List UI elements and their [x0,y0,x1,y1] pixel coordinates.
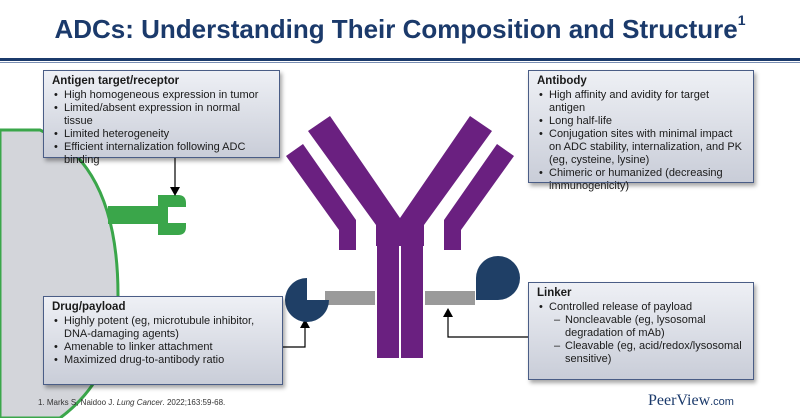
linker-item: Controlled release of payload Noncleavab… [539,301,745,366]
drug-heading: Drug/payload [52,301,126,313]
page-title: ADCs: Understanding Their Composition an… [54,12,746,44]
receptor-stem [108,206,158,224]
peerview-logo: PeerView.com [648,392,734,409]
antigen-item: Limited/absent expression in normal tiss… [54,102,271,128]
antibody-light-right [444,144,514,250]
linker-subitem: Cleavable (eg, acid/redox/lysosomal sens… [554,340,745,366]
antibody-list: High affinity and avidity for target ant… [537,89,745,193]
linker-left [325,291,375,305]
title-divider-thin [0,62,800,63]
drug-item: Amenable to linker attachment [54,341,274,354]
linker-arrowhead [443,308,453,317]
antibody-heavy-right [400,116,492,246]
antigen-list: High homogeneous expression in tumor Lim… [52,89,271,167]
drug-list: Highly potent (eg, microtubule inhibitor… [52,315,274,367]
linker-list: Controlled release of payload Noncleavab… [537,301,745,366]
antigen-item: Limited heterogeneity [54,128,271,141]
linker-subitem: Noncleavable (eg, lysosomal degradation … [554,314,745,340]
title-divider [0,58,800,61]
antibody-heading: Antibody [537,75,587,87]
linker-heading: Linker [537,287,572,299]
antibody-stem-left [377,243,399,358]
antigen-item: High homogeneous expression in tumor [54,89,271,102]
antibody-item: Chimeric or humanized (decreasing immuno… [539,167,745,193]
antigen-item: Efficient internalization following ADC … [54,141,271,167]
antibody-item: Long half-life [539,115,745,128]
reference-footnote: 1. Marks S, Naidoo J. Lung Cancer. 2022;… [38,398,226,407]
drug-arrowhead [300,319,310,328]
antibody-heavy-left [308,116,400,246]
drug-item: Maximized drug-to-antibody ratio [54,354,274,367]
antigen-target-box: Antigen target/receptor High homogeneous… [43,70,280,166]
antibody-item: Conjugation sites with minimal impact on… [539,128,745,167]
payload-right [476,256,520,300]
linker-sublist: Noncleavable (eg, lysosomal degradation … [549,314,745,366]
antibody-box: Antibody High affinity and avidity for t… [528,70,754,192]
antibody-light-left [286,144,356,250]
antigen-arrowhead [170,187,180,196]
drug-item: Highly potent (eg, microtubule inhibitor… [54,315,274,341]
linker-box: Linker Controlled release of payload Non… [528,282,754,380]
antibody-item: High affinity and avidity for target ant… [539,89,745,115]
receptor-head [158,195,186,235]
payload-left [285,278,329,322]
drug-payload-box: Drug/payload Highly potent (eg, microtub… [43,296,283,385]
antigen-heading: Antigen target/receptor [52,75,180,87]
linker-right [425,291,475,305]
drug-arrow [283,323,306,348]
antibody-stem-right [401,243,423,358]
linker-arrow [447,312,528,338]
